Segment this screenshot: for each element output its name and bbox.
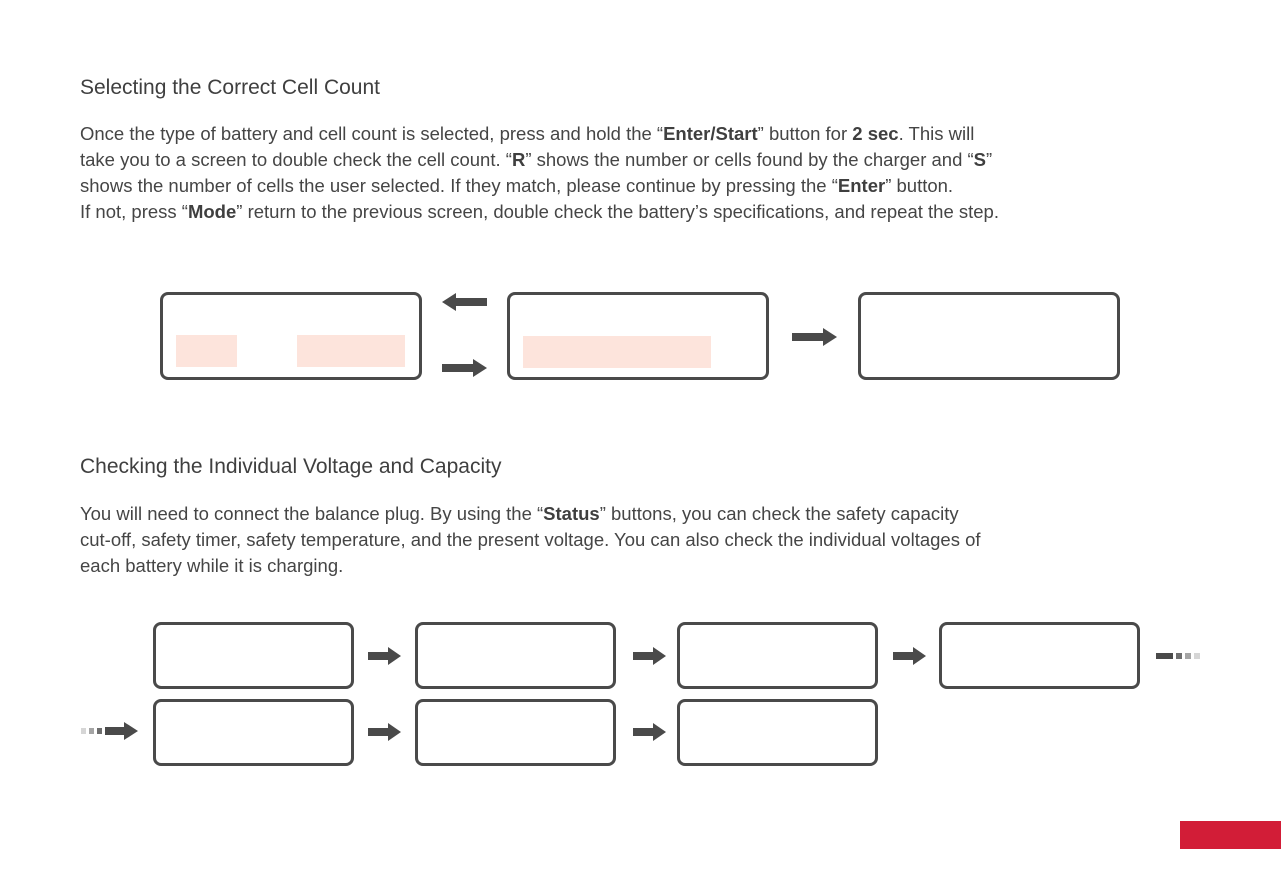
lcd-screen-charging xyxy=(858,292,1120,380)
arrow-right-icon xyxy=(893,647,926,665)
arrow-left-icon xyxy=(442,293,487,311)
paragraph-line: each battery while it is charging. xyxy=(80,553,1275,579)
lcd-status-screen-7 xyxy=(677,699,878,766)
text-run: shows the number of cells the user selec… xyxy=(80,175,838,196)
text-run: You will need to connect the balance plu… xyxy=(80,503,544,524)
text-run: . This will xyxy=(898,123,975,144)
lcd-status-screen-5 xyxy=(153,699,354,766)
text-run: If not, press “ xyxy=(80,201,188,222)
section2-title: Checking the Individual Voltage and Capa… xyxy=(80,455,502,478)
page-footer-tab xyxy=(1180,821,1281,849)
lcd-status-screen-4 xyxy=(939,622,1140,689)
lcd-status-screen-3 xyxy=(677,622,878,689)
highlight-cell-count xyxy=(297,335,405,367)
paragraph-line: take you to a screen to double check the… xyxy=(80,147,1275,173)
arrow-right-icon xyxy=(368,647,401,665)
continuation-dashes-icon xyxy=(1156,653,1200,659)
paragraph-line: You will need to connect the balance plu… xyxy=(80,501,1275,527)
arrow-right-icon xyxy=(633,723,666,741)
text-run: ” xyxy=(986,149,993,170)
text-run: ” shows the number or cells found by the… xyxy=(525,149,974,170)
text-run: Once the type of battery and cell count … xyxy=(80,123,664,144)
paragraph-line: shows the number of cells the user selec… xyxy=(80,173,1275,199)
lcd-screen-cell-check xyxy=(507,292,769,380)
lcd-status-screen-2 xyxy=(415,622,616,689)
section2-paragraph: You will need to connect the balance plu… xyxy=(80,501,1275,579)
section1-paragraph: Once the type of battery and cell count … xyxy=(80,121,1275,225)
arrow-right-icon xyxy=(368,723,401,741)
text-run: cut-off, safety timer, safety temperatur… xyxy=(80,529,981,550)
text-run: each battery while it is charging. xyxy=(80,555,344,576)
emphasis-text: Enter/Start xyxy=(663,123,758,144)
emphasis-text: Status xyxy=(543,503,600,524)
emphasis-text: S xyxy=(973,149,987,170)
emphasis-text: Enter xyxy=(837,175,886,196)
arrow-right-icon xyxy=(442,359,487,377)
continuation-arrow-icon xyxy=(81,722,138,740)
text-run: ” buttons, you can check the safety capa… xyxy=(599,503,959,524)
paragraph-line: If not, press “Mode” return to the previ… xyxy=(80,199,1275,225)
arrow-right-icon xyxy=(633,647,666,665)
text-run: take you to a screen to double check the… xyxy=(80,149,512,170)
emphasis-text: 2 sec xyxy=(852,123,899,144)
text-run: ” button. xyxy=(885,175,954,196)
paragraph-line: cut-off, safety timer, safety temperatur… xyxy=(80,527,1275,553)
section1-title: Selecting the Correct Cell Count xyxy=(80,76,380,99)
lcd-status-screen-1 xyxy=(153,622,354,689)
arrow-right-icon xyxy=(792,328,837,346)
emphasis-text: Mode xyxy=(187,201,237,222)
emphasis-text: R xyxy=(511,149,526,170)
lcd-screen-battery-select xyxy=(160,292,422,380)
highlight-battery-type xyxy=(176,335,237,367)
highlight-r-s-values xyxy=(523,336,711,368)
text-run: ” button for xyxy=(757,123,853,144)
paragraph-line: Once the type of battery and cell count … xyxy=(80,121,1275,147)
lcd-status-screen-6 xyxy=(415,699,616,766)
text-run: ” return to the previous screen, double … xyxy=(236,201,999,222)
